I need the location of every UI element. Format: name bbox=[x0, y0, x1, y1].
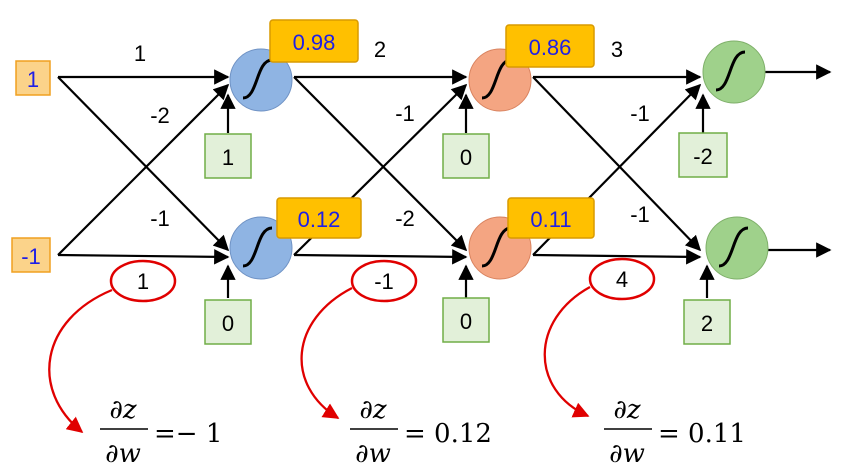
highlight-circle-1 bbox=[109, 259, 177, 303]
connections-layer3 bbox=[532, 69, 702, 265]
bias-l1-bottom: 0 bbox=[222, 311, 234, 336]
edge-n1b-n2b bbox=[293, 249, 468, 265]
weight-l2-bottom: -1 bbox=[374, 269, 394, 294]
neuron-circle bbox=[229, 48, 293, 112]
output-l2-top: 0.86 bbox=[529, 35, 572, 60]
neuron-l3-top bbox=[702, 40, 766, 104]
weight-l1-bottom-cross: -1 bbox=[150, 206, 170, 231]
highlight-circle-3 bbox=[588, 257, 656, 301]
neuron-circle bbox=[702, 40, 766, 104]
weight-l1-bottom: 1 bbox=[137, 269, 149, 294]
input-box-top bbox=[15, 60, 51, 96]
weight-l3-top: 3 bbox=[611, 37, 623, 62]
bias-l2-top: 0 bbox=[460, 145, 472, 170]
derivative-numerator: ∂z bbox=[359, 395, 386, 425]
bias-l1-top: 1 bbox=[222, 145, 234, 170]
input-bottom: -1 bbox=[11, 237, 51, 273]
weight-l2-bottom-cross: -2 bbox=[395, 206, 415, 231]
input-box-bottom bbox=[11, 237, 51, 273]
bias-box-l3-top bbox=[678, 132, 728, 178]
neuron-l3-bottom bbox=[705, 216, 769, 280]
derivative-2: ∂z ∂w = 0.12 bbox=[350, 395, 492, 469]
bias-arrows bbox=[220, 93, 715, 298]
output-arrows bbox=[765, 64, 832, 258]
output-l2-bottom: 0.11 bbox=[530, 207, 571, 232]
bias-box-l3-bottom bbox=[683, 299, 731, 345]
red-curved-arrows bbox=[48, 285, 591, 434]
highlight-circle-2 bbox=[350, 259, 418, 303]
derivative-3: ∂z ∂w = 0.11 bbox=[604, 395, 746, 469]
sigmoid-icon bbox=[242, 58, 273, 100]
badge-l1-bottom bbox=[276, 197, 362, 239]
input-value-top: 1 bbox=[27, 67, 39, 92]
red-arrow-3 bbox=[543, 285, 591, 418]
derivative-numerator: ∂z bbox=[613, 395, 640, 425]
edge-n2a-n3b bbox=[532, 76, 702, 252]
bias-l3-top: -2 bbox=[693, 144, 713, 169]
weight-l3-bottom-cross: -1 bbox=[630, 202, 650, 227]
derivative-denominator: ∂w bbox=[355, 439, 391, 469]
derivative-denominator: ∂w bbox=[105, 439, 141, 469]
edge-n2b-n3b bbox=[532, 249, 702, 265]
derivative-value: = 0.11 bbox=[658, 419, 746, 449]
bias-box-l1-bottom bbox=[204, 299, 252, 345]
weight-l3-bottom: 4 bbox=[616, 267, 628, 292]
output-l1-bottom: 0.12 bbox=[298, 207, 341, 232]
weight-l2-top-cross: -1 bbox=[395, 101, 415, 126]
weight-l3-top-cross: -1 bbox=[630, 101, 650, 126]
derivative-value: = 0.12 bbox=[404, 419, 492, 449]
edge-n1a-n2b bbox=[293, 76, 468, 252]
output-l1-top: 0.98 bbox=[293, 30, 336, 55]
red-arrow-1 bbox=[48, 288, 113, 434]
weight-l2-top: 2 bbox=[374, 37, 386, 62]
badge-l1-top bbox=[269, 19, 359, 63]
red-arrow-2 bbox=[300, 286, 353, 419]
input-top: 1 bbox=[15, 60, 51, 96]
badge-l2-top bbox=[505, 24, 595, 68]
input-value-bottom: -1 bbox=[21, 244, 41, 269]
weight-labels: 1 -2 -1 2 -1 -2 3 -1 -1 bbox=[134, 37, 650, 231]
weight-l1-top-cross: -2 bbox=[150, 103, 170, 128]
edge-in2-n1b bbox=[57, 249, 230, 265]
bias-l3-bottom: 2 bbox=[701, 311, 713, 336]
output-badges: 0.98 0.12 0.86 0.11 bbox=[269, 19, 595, 239]
weight-l1-top: 1 bbox=[134, 41, 146, 66]
derivative-1: ∂z ∂w =− 1 bbox=[100, 395, 222, 469]
sigmoid-icon bbox=[718, 226, 749, 268]
highlighted-weights: 1 -1 4 bbox=[109, 257, 656, 303]
derivative-denominator: ∂w bbox=[609, 439, 645, 469]
bias-l2-bottom: 0 bbox=[460, 309, 472, 334]
bias-box-l2-top bbox=[442, 133, 490, 179]
derivative-numerator: ∂z bbox=[109, 395, 136, 425]
neuron-circle bbox=[705, 216, 769, 280]
badge-l2-bottom bbox=[507, 197, 595, 239]
bias-box-l2-bottom bbox=[442, 297, 490, 343]
derivative-value: =− 1 bbox=[154, 419, 222, 449]
edge-in1-n1b bbox=[57, 76, 230, 252]
sigmoid-icon bbox=[242, 226, 273, 268]
bias-box-l1-top bbox=[204, 133, 252, 179]
sigmoid-icon bbox=[715, 50, 746, 92]
bias-boxes: 1 0 0 0 -2 2 bbox=[204, 132, 731, 345]
connections-layer1 bbox=[57, 69, 230, 265]
sigmoid-icon bbox=[481, 226, 512, 268]
neuron-l1-top bbox=[229, 48, 293, 112]
edge-in2-n1a bbox=[57, 83, 230, 256]
